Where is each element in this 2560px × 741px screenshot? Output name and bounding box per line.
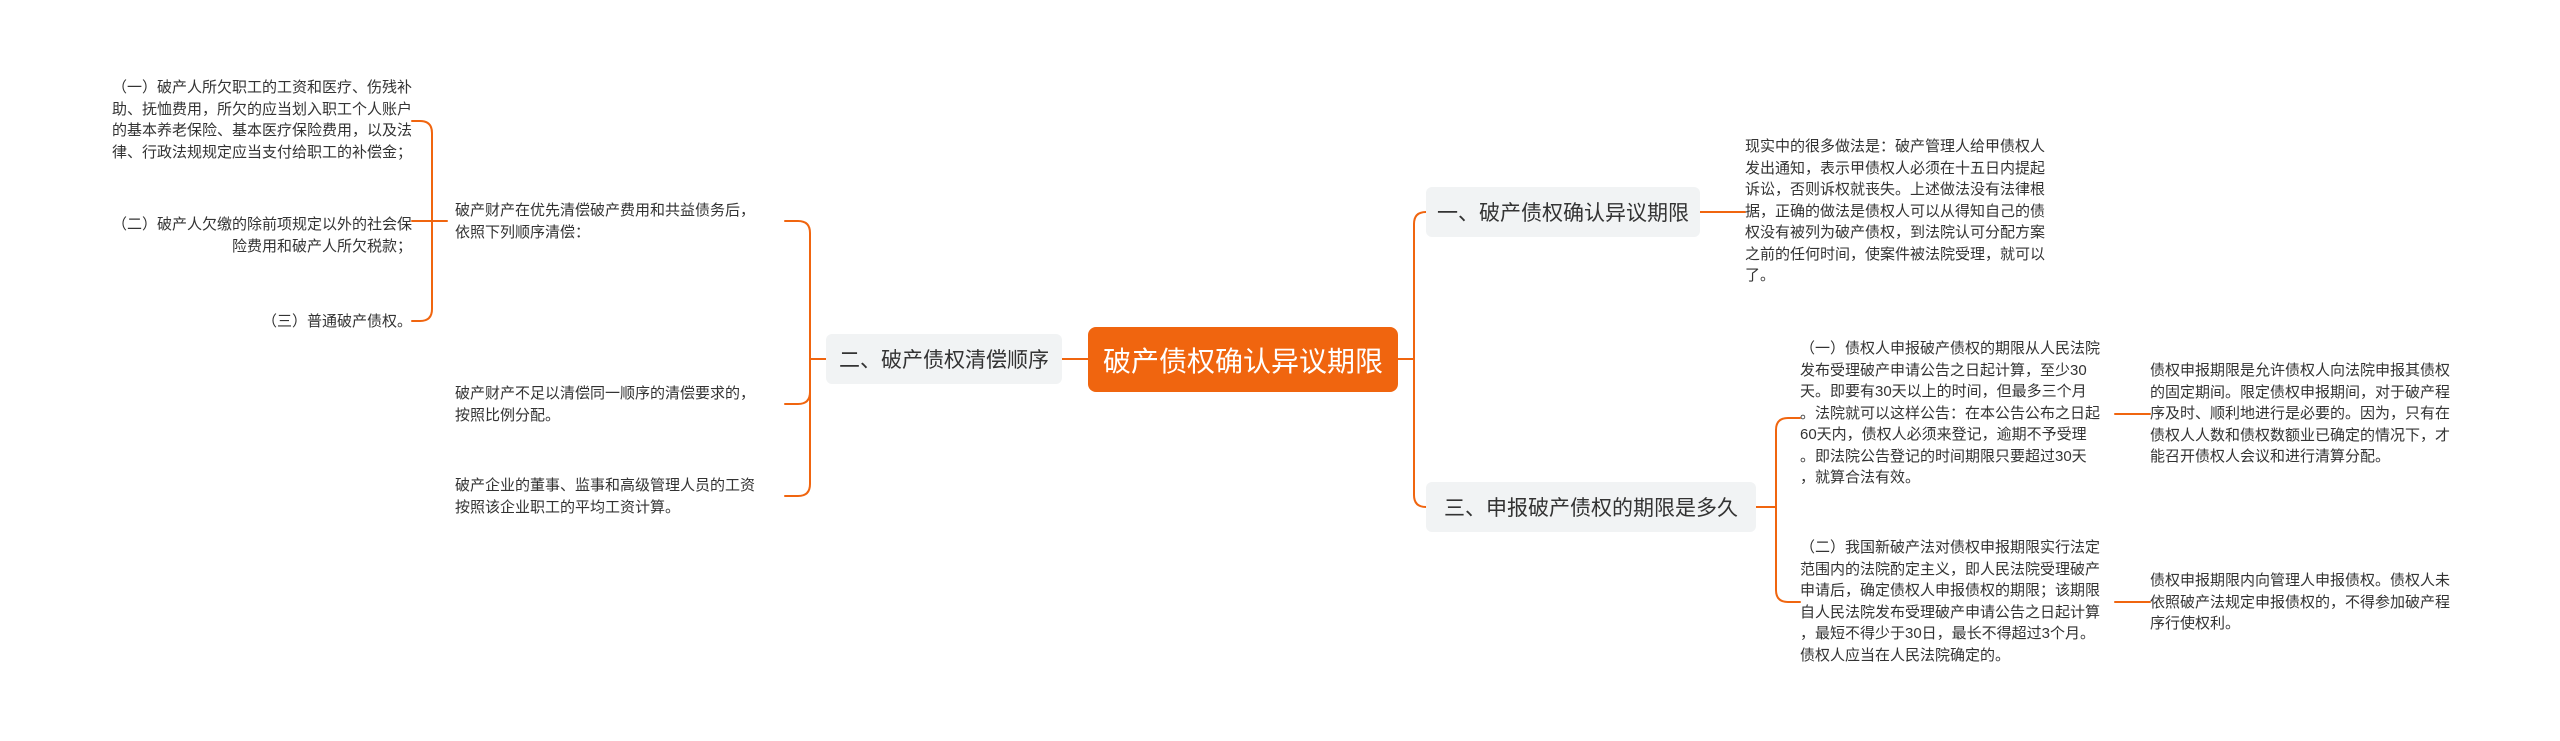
objection-practice-note[interactable]: 现实中的很多做法是：破产管理人给甲债权人 发出通知，表示甲债权人必须在十五日内提… <box>1745 138 2046 284</box>
claim-period-item-1[interactable]: （一）债权人申报破产债权的期限从人民法院 发布受理破产申请公告之日起计算，至少3… <box>1800 340 2101 486</box>
connector-order-1 <box>411 120 433 222</box>
connector-b2-order <box>784 220 811 360</box>
claim-period-item-1-note[interactable]: 债权申报期限是允许债权人向法院申报其债权 的固定期间。限定债权申报期间，对于破产… <box>2150 362 2451 465</box>
connector-b3-item2 <box>1775 506 1801 603</box>
repayment-order-rule[interactable]: 破产财产在优先清偿破产费用和共益债务后， 依照下列顺序清偿： <box>455 202 756 241</box>
connector-b2-wage <box>784 358 811 497</box>
branch-objection-period[interactable]: 一、破产债权确认异议期限 <box>1426 187 1700 237</box>
repayment-order-item-1[interactable]: （一）破产人所欠职工的工资和医疗、伤残补 助、抚恤费用，所欠的应当划入职工个人账… <box>111 79 412 161</box>
connector-b3-item1 <box>1775 417 1801 508</box>
branch-claim-filing-period[interactable]: 三、申报破产债权的期限是多久 <box>1426 482 1756 532</box>
connector-root-b1 <box>1413 211 1441 360</box>
executive-wage-rule[interactable]: 破产企业的董事、监事和高级管理人员的工资 按照该企业职工的平均工资计算。 <box>455 477 756 516</box>
claim-period-item-2[interactable]: （二）我国新破产法对债权申报期限实行法定 范围内的法院酌定主义，即人民法院受理破… <box>1800 539 2101 664</box>
connector-root-b3 <box>1413 358 1441 508</box>
repayment-order-item-3[interactable]: （三）普通破产债权。 <box>261 313 412 330</box>
claim-period-item-2-note[interactable]: 债权申报期限内向管理人申报债权。债权人未 依照破产法规定申报债权的，不得参加破产… <box>2150 572 2451 632</box>
repayment-order-item-2[interactable]: （二）破产人欠缴的除前项规定以外的社会保 险费用和破产人所欠税款； <box>111 216 412 255</box>
proportional-distribution-rule[interactable]: 破产财产不足以清偿同一顺序的清偿要求的， 按照比例分配。 <box>455 385 756 424</box>
connector-order-3 <box>411 220 433 322</box>
root-node[interactable]: 破产债权确认异议期限 <box>1088 327 1398 392</box>
branch-repayment-order[interactable]: 二、破产债权清偿顺序 <box>826 334 1062 384</box>
